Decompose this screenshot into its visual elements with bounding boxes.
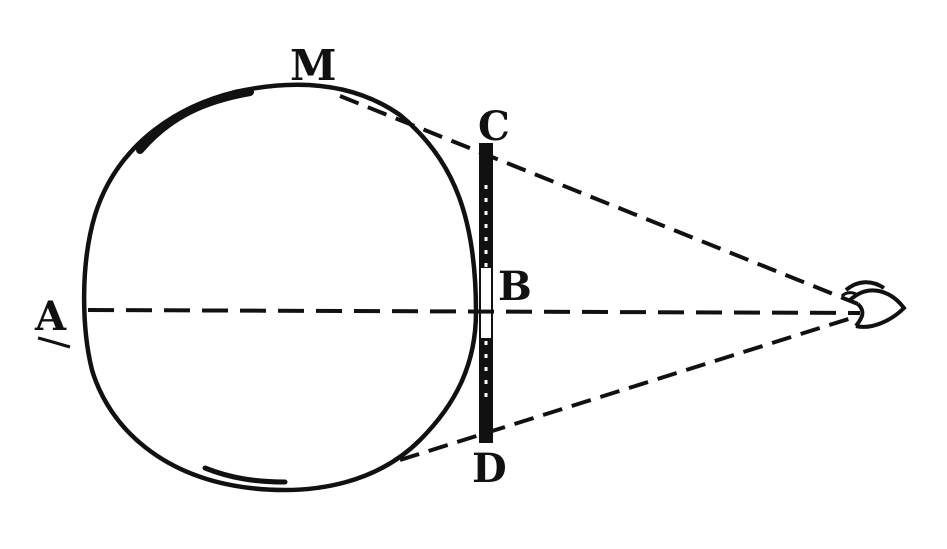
eye-icon bbox=[840, 280, 907, 329]
sphere-shading-lower bbox=[202, 465, 288, 485]
label-c: C bbox=[478, 103, 510, 150]
label-a-tick bbox=[37, 336, 71, 349]
label-b: B bbox=[498, 263, 532, 310]
label-a: A bbox=[34, 293, 67, 340]
sphere-circle bbox=[81, 82, 479, 493]
label-m: M bbox=[290, 41, 337, 90]
screen-cd-gap bbox=[481, 268, 491, 338]
axis-line bbox=[87, 308, 861, 315]
lower-ray bbox=[399, 314, 859, 462]
label-d: D bbox=[472, 445, 507, 492]
sphere-shading bbox=[136, 88, 254, 154]
upper-ray bbox=[339, 94, 859, 306]
